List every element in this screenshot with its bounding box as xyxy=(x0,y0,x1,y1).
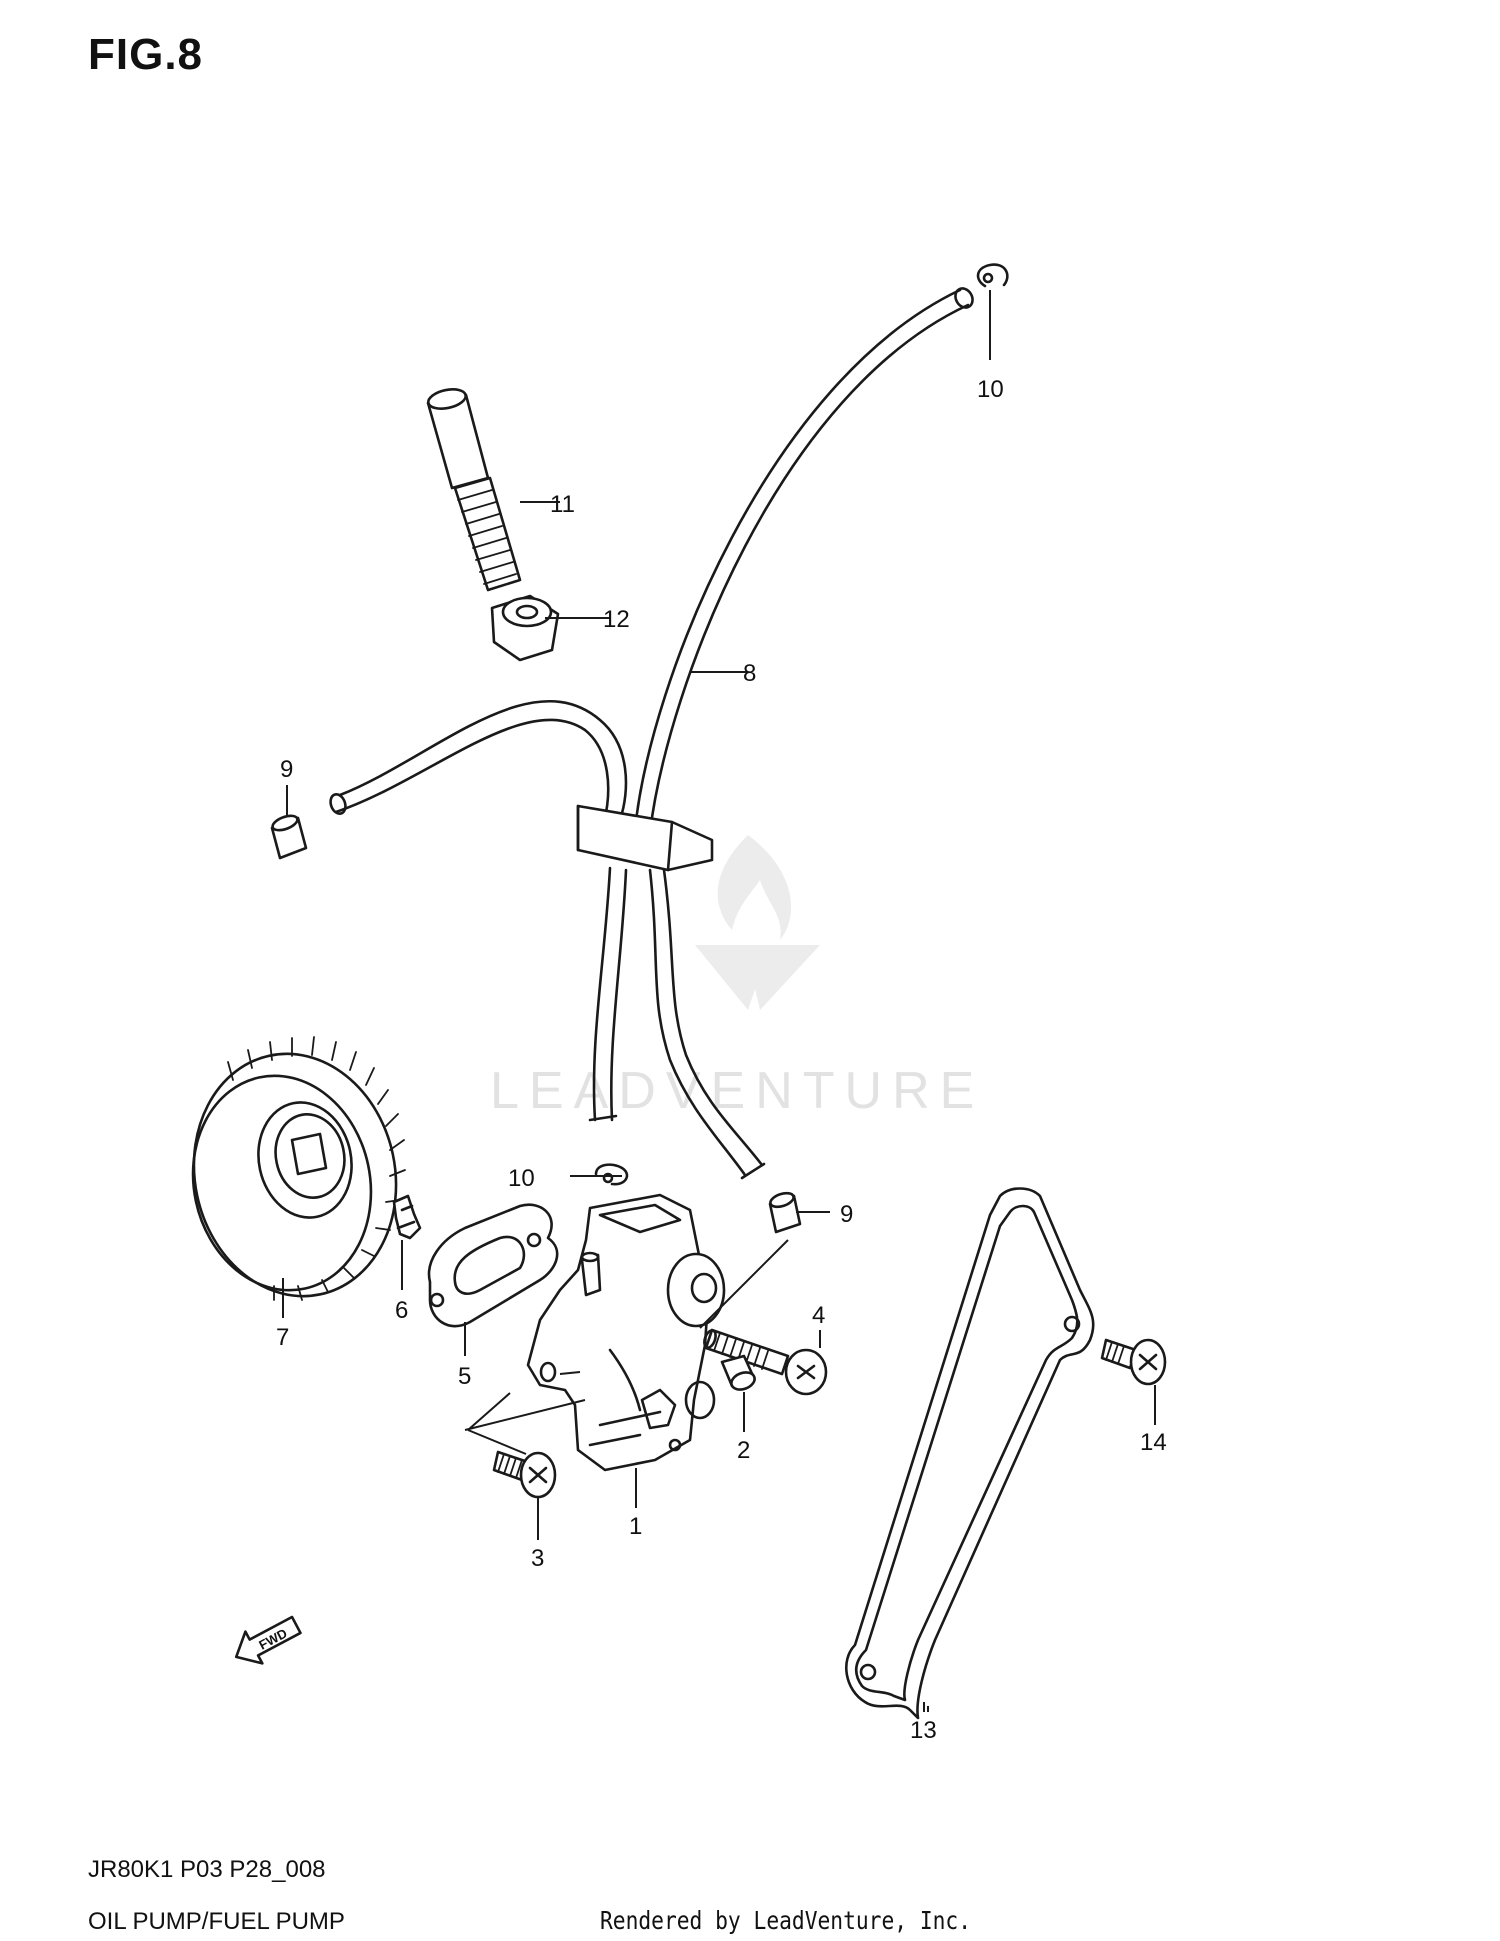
gasket-13 xyxy=(845,1187,1095,1720)
gear-7 xyxy=(191,1036,406,1301)
callout-13: 13 xyxy=(910,1717,937,1744)
callout-9-left: 9 xyxy=(280,756,293,783)
callout-labels: 10 11 12 8 9 10 9 7 6 5 4 2 1 3 14 13 xyxy=(276,376,1167,1744)
callout-12: 12 xyxy=(603,606,630,633)
pin-6 xyxy=(392,1194,422,1240)
hose-clamp xyxy=(576,804,714,872)
diagram-section-title: OIL PUMP/FUEL PUMP xyxy=(88,1908,345,1935)
callout-5: 5 xyxy=(458,1363,471,1390)
oil-hose-assembly xyxy=(329,287,974,1180)
pin-2 xyxy=(720,1354,756,1391)
figure-title: FIG.8 xyxy=(88,30,204,79)
collar-9-right xyxy=(768,1191,802,1234)
callout-9-right: 9 xyxy=(840,1201,853,1228)
callout-6: 6 xyxy=(395,1297,408,1324)
watermark: LEADVENTURE xyxy=(490,835,984,1120)
callout-10-mid: 10 xyxy=(508,1165,535,1192)
callout-11: 11 xyxy=(550,491,575,518)
clip-10-mid xyxy=(594,1163,629,1186)
callout-14: 14 xyxy=(1140,1429,1167,1456)
watermark-flame-icon xyxy=(717,835,792,940)
bolt-11 xyxy=(426,388,522,592)
watermark-text: LEADVENTURE xyxy=(490,1062,984,1120)
render-credit: Rendered by LeadVenture, Inc. xyxy=(600,1906,972,1935)
nut-12 xyxy=(490,594,560,662)
oil-pump-1 xyxy=(526,1193,726,1472)
callout-10-top: 10 xyxy=(977,376,1004,403)
watermark-v-icon xyxy=(695,945,820,1010)
fwd-arrow-icon: FWD xyxy=(234,1615,302,1665)
callout-4: 4 xyxy=(812,1302,825,1329)
screw-14 xyxy=(1100,1338,1167,1386)
callout-7: 7 xyxy=(276,1324,289,1351)
screw-3 xyxy=(492,1450,557,1499)
callout-3: 3 xyxy=(531,1545,544,1572)
callout-leaders xyxy=(282,290,1156,1712)
hose-end xyxy=(954,287,974,309)
callout-2: 2 xyxy=(737,1437,750,1464)
callout-1: 1 xyxy=(629,1513,642,1540)
callout-8: 8 xyxy=(743,660,756,687)
diagram-reference-code: JR80K1 P03 P28_008 xyxy=(88,1856,326,1883)
hose-end xyxy=(329,793,347,815)
clip-10-top xyxy=(976,263,1009,288)
collar-9-left xyxy=(270,814,308,860)
gasket-5 xyxy=(427,1203,559,1328)
assembly-lines xyxy=(464,1239,789,1455)
bolt-4 xyxy=(703,1328,828,1396)
